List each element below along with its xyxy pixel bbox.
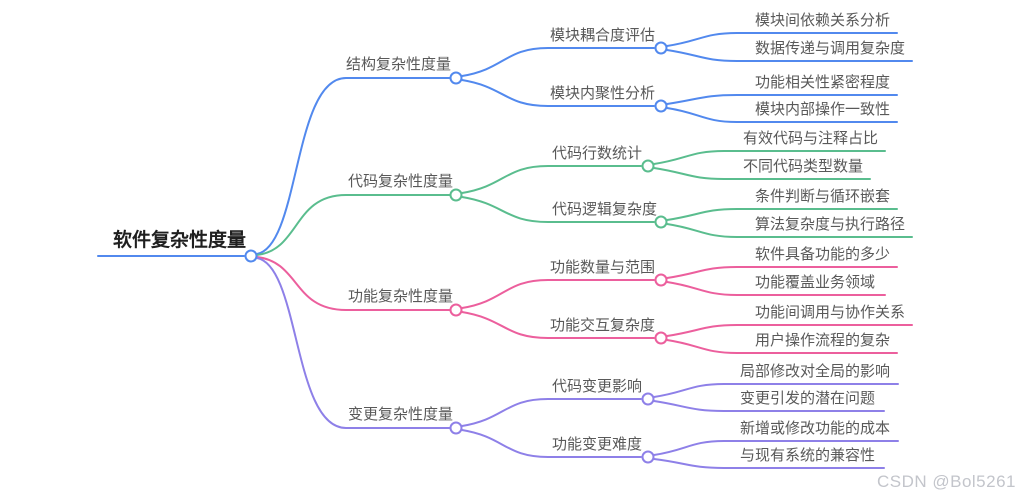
link-root-change	[256, 257, 451, 429]
link-code-logic	[461, 196, 655, 223]
child-node-handle-cohesion[interactable]	[654, 99, 668, 113]
leaf-label[interactable]: 用户操作流程的复杂	[755, 332, 891, 349]
child-node-handle-interaction[interactable]	[654, 331, 668, 345]
child-label-linecount[interactable]: 代码行数统计	[552, 145, 643, 162]
leaf-label[interactable]: 与现有系统的兼容性	[740, 447, 876, 464]
child-node-handle-logic[interactable]	[654, 215, 668, 229]
link-root-functional	[256, 256, 451, 311]
watermark-text: CSDN @Bol5261	[876, 472, 1016, 491]
leaf-label[interactable]: 不同代码类型数量	[743, 158, 864, 175]
leaf-underline	[666, 107, 898, 123]
leaf-underline	[653, 440, 899, 456]
leaf-underline	[666, 339, 898, 354]
root-node-handle[interactable]	[244, 249, 258, 263]
child-node-handle-codeimpact[interactable]	[641, 392, 655, 406]
leaf-underline	[653, 167, 871, 180]
root-node-label[interactable]: 软件复杂性度量	[113, 230, 247, 251]
branch-label-change[interactable]: 变更复杂性度量	[348, 406, 454, 423]
link-root-code	[256, 194, 451, 256]
leaf-underline	[653, 150, 886, 165]
child-node-handle-coupling[interactable]	[654, 41, 668, 55]
child-label-difficulty[interactable]: 功能变更难度	[552, 436, 643, 453]
leaf-underline	[666, 324, 913, 337]
link-functional-scope	[461, 279, 655, 309]
leaf-underline	[666, 208, 898, 221]
leaf-underline	[666, 32, 898, 47]
leaf-underline	[666, 49, 913, 62]
branch-node-handle-functional[interactable]	[449, 303, 463, 317]
leaf-label[interactable]: 局部修改对全局的影响	[740, 363, 891, 380]
leaf-label[interactable]: 功能相关性紧密程度	[755, 74, 891, 91]
leaf-label[interactable]: 功能间调用与协作关系	[755, 304, 906, 321]
leaf-label[interactable]: 算法复杂度与执行路径	[755, 216, 906, 233]
child-label-codeimpact[interactable]: 代码变更影响	[552, 378, 643, 395]
child-label-logic[interactable]: 代码逻辑复杂度	[552, 201, 658, 218]
leaf-label[interactable]: 模块内部操作一致性	[755, 101, 891, 118]
leaf-underline	[653, 383, 899, 398]
leaf-label[interactable]: 功能覆盖业务领域	[755, 274, 876, 291]
link-structural-coupling	[461, 47, 655, 77]
leaf-label[interactable]: 变更引发的潜在问题	[740, 390, 876, 407]
leaf-underline	[653, 458, 885, 469]
link-code-linecount	[461, 165, 642, 194]
branch-label-structural[interactable]: 结构复杂性度量	[346, 56, 452, 73]
leaf-underline	[666, 266, 898, 279]
child-label-coupling[interactable]: 模块耦合度评估	[550, 27, 656, 44]
child-label-cohesion[interactable]: 模块内聚性分析	[550, 85, 656, 102]
leaf-label[interactable]: 模块间依赖关系分析	[755, 12, 891, 29]
leaf-label[interactable]: 条件判断与循环嵌套	[755, 188, 891, 205]
branch-node-handle-code[interactable]	[449, 188, 463, 202]
child-label-interaction[interactable]: 功能交互复杂度	[550, 317, 656, 334]
leaf-label[interactable]: 数据传递与调用复杂度	[755, 40, 906, 57]
leaf-underline	[666, 223, 913, 238]
child-label-scope[interactable]: 功能数量与范围	[550, 259, 656, 276]
leaf-label[interactable]: 软件具备功能的多少	[755, 246, 891, 263]
link-structural-cohesion	[461, 79, 655, 107]
leaf-label[interactable]: 有效代码与注释占比	[743, 130, 879, 147]
branch-label-functional[interactable]: 功能复杂性度量	[348, 288, 454, 305]
link-change-codeimpact	[461, 398, 642, 427]
link-root-structural	[256, 77, 451, 255]
child-node-handle-linecount[interactable]	[641, 159, 655, 173]
leaf-underline	[666, 281, 886, 296]
branch-node-handle-structural[interactable]	[449, 71, 463, 85]
link-functional-interaction	[461, 311, 655, 339]
leaf-label[interactable]: 新增或修改功能的成本	[740, 420, 891, 437]
leaf-underline	[653, 400, 885, 412]
branch-node-handle-change[interactable]	[449, 421, 463, 435]
child-node-handle-scope[interactable]	[654, 273, 668, 287]
child-node-handle-difficulty[interactable]	[641, 450, 655, 464]
link-change-difficulty	[461, 429, 642, 458]
leaf-underline	[666, 94, 898, 105]
branch-label-code[interactable]: 代码复杂性度量	[348, 173, 454, 190]
